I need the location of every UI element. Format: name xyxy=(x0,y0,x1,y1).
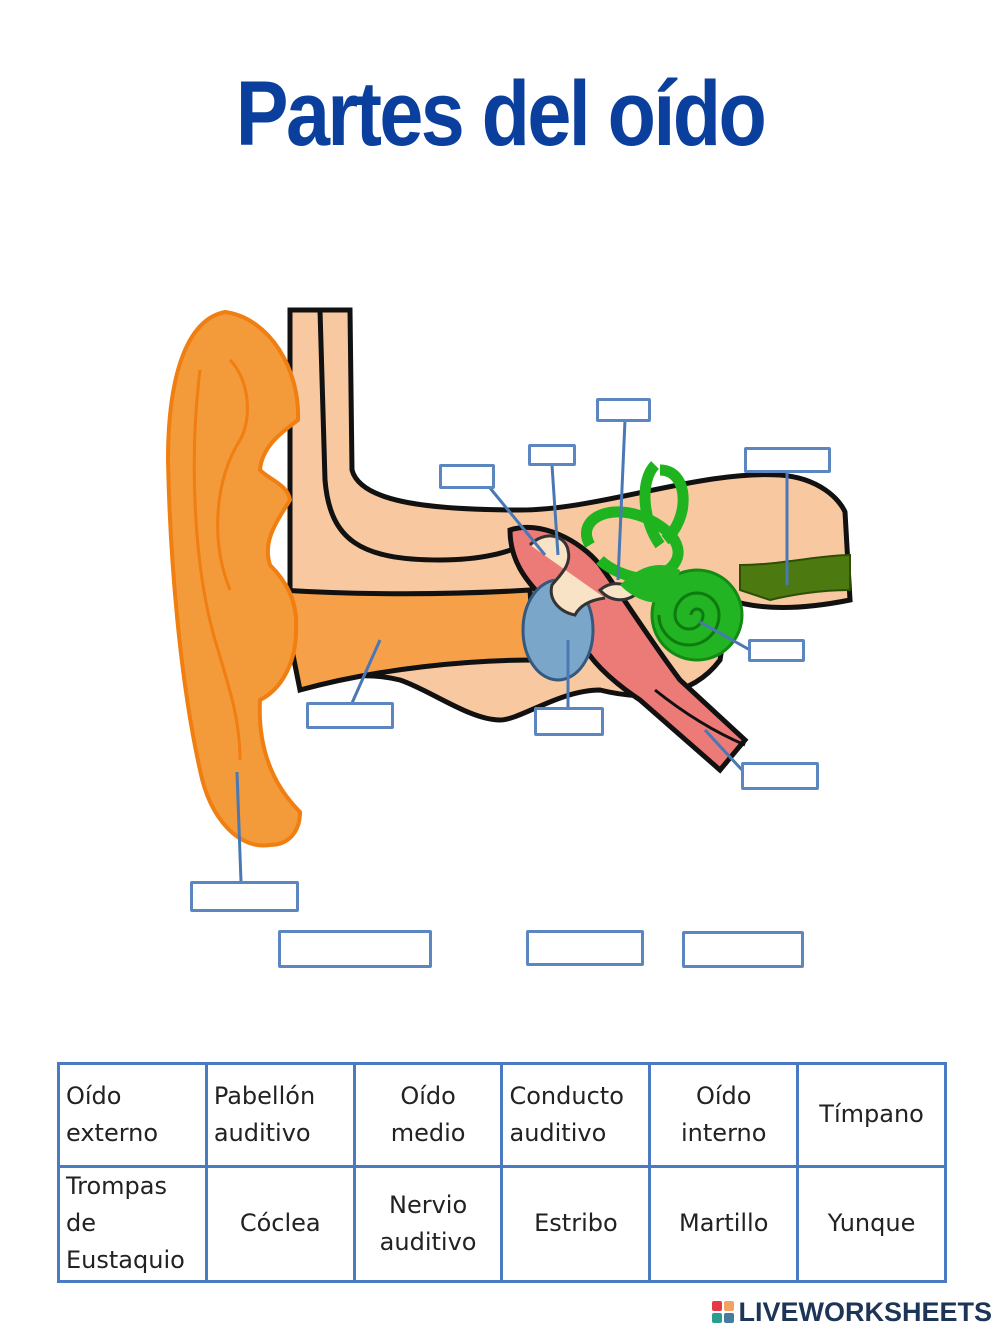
pinna xyxy=(165,309,303,848)
answer-box[interactable] xyxy=(744,447,831,473)
answer-box[interactable] xyxy=(741,762,819,790)
word-bank-cell[interactable]: Martillo xyxy=(648,1165,800,1283)
word-bank-cell[interactable]: Yunque xyxy=(796,1165,947,1283)
word-bank-cell[interactable]: Estribo xyxy=(500,1165,652,1283)
ossicle-malleus xyxy=(528,534,606,617)
auditory-nerve xyxy=(739,553,851,602)
pinna-fold-2 xyxy=(216,358,249,591)
brand-logo-icon xyxy=(712,1301,735,1323)
eustachian-tube xyxy=(654,688,746,747)
answer-box[interactable] xyxy=(682,931,804,968)
cochlea-spiral xyxy=(657,591,721,647)
answer-box[interactable] xyxy=(748,639,805,662)
word-bank-cell[interactable]: Tímpano xyxy=(796,1062,947,1168)
answer-box[interactable] xyxy=(528,444,576,466)
semicircular-canals xyxy=(581,461,689,584)
answer-box[interactable] xyxy=(439,464,495,489)
pinna-fold xyxy=(192,369,242,761)
word-bank-cell[interactable]: Cóclea xyxy=(204,1165,356,1283)
answer-box[interactable] xyxy=(596,398,651,422)
page-title: Partes del oído xyxy=(235,63,767,165)
answer-box[interactable] xyxy=(278,930,432,968)
vestibule xyxy=(620,565,680,603)
answer-box[interactable] xyxy=(190,881,299,912)
answer-box[interactable] xyxy=(306,702,394,729)
answer-box[interactable] xyxy=(534,707,604,736)
ear-diagram xyxy=(165,307,853,883)
brand-logo: LIVEWORKSHEETS xyxy=(712,1296,992,1328)
answer-box[interactable] xyxy=(526,930,644,966)
brand-name: LIVEWORKSHEETS xyxy=(738,1296,992,1327)
leader-lines xyxy=(235,419,789,883)
